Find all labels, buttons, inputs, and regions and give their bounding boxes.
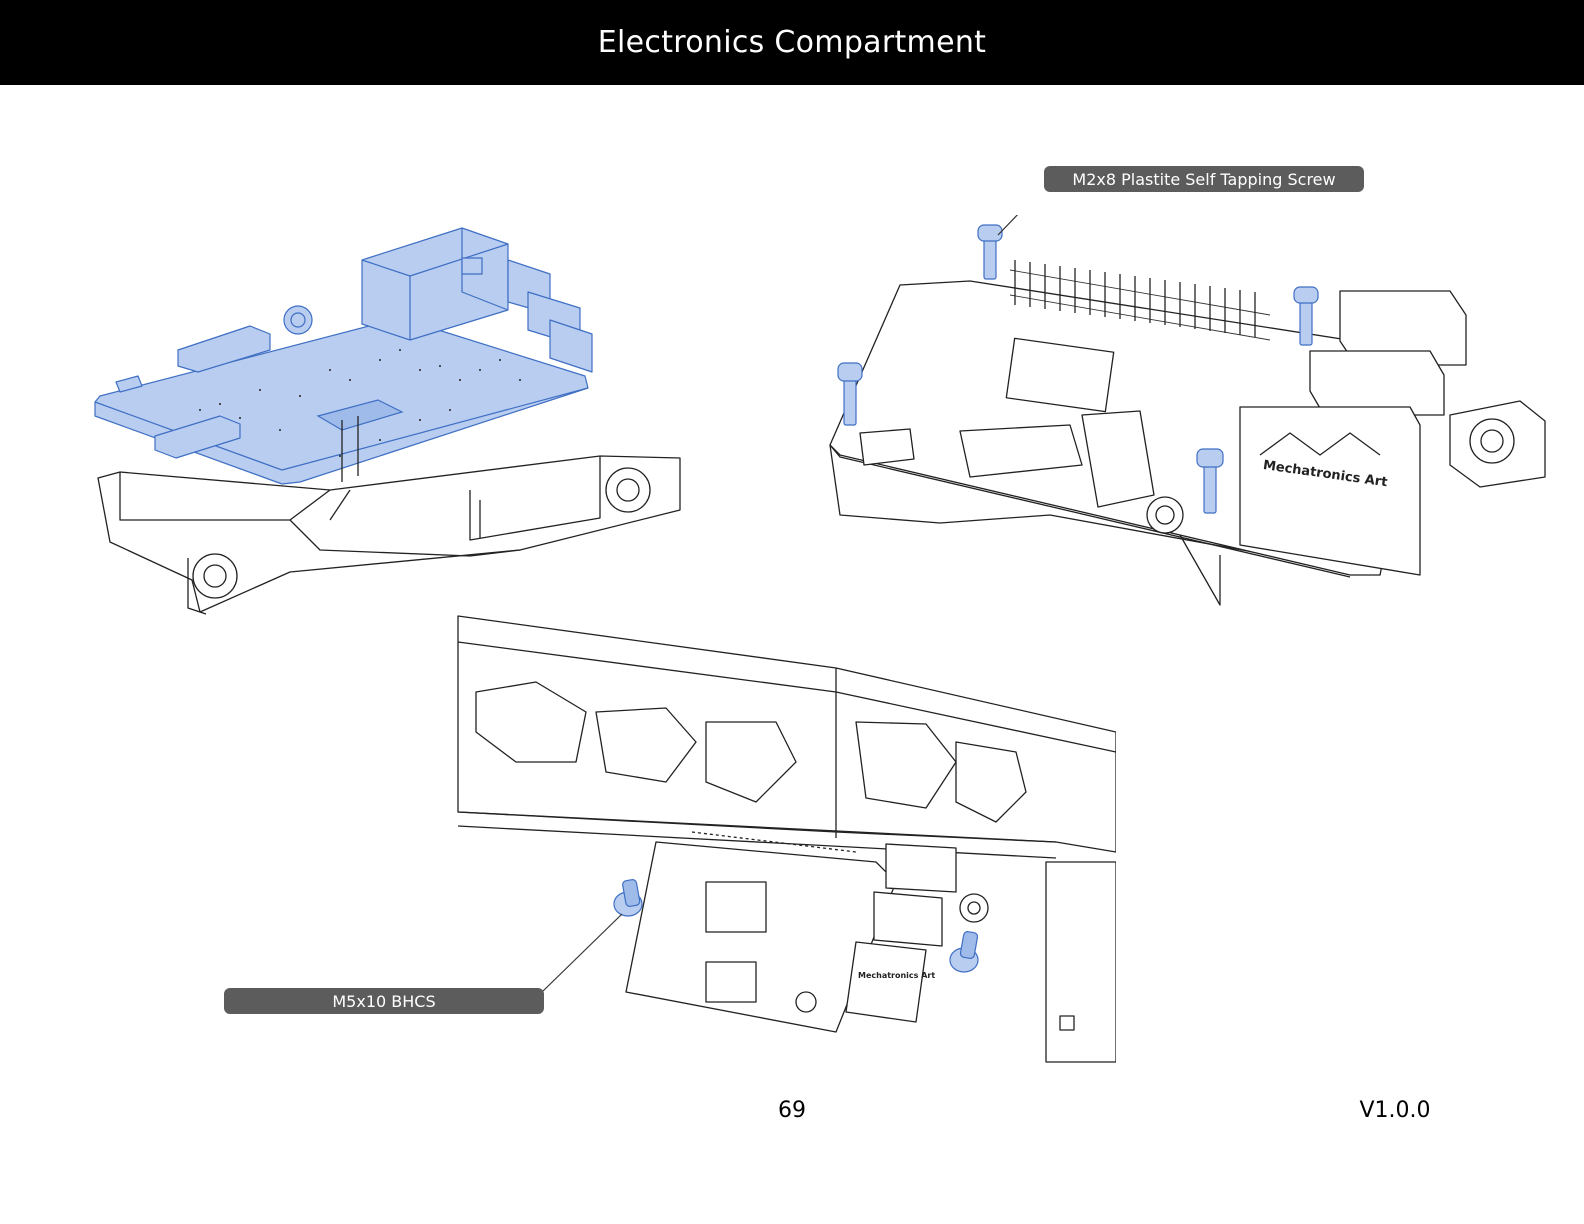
callout-m5x10-label: M5x10 BHCS — [332, 991, 436, 1011]
frame-panel — [457, 615, 1116, 1063]
header-bar: Electronics Compartment — [0, 0, 1584, 85]
screw-3 — [837, 362, 863, 426]
installed-logo-text: Mechatronics Art — [858, 971, 935, 980]
screw-1 — [977, 224, 1003, 280]
figure-board-installed: Mechatronics Art — [457, 615, 1116, 1063]
gpio-header — [1014, 260, 1256, 337]
screw-4 — [1196, 448, 1224, 514]
pcb-dots — [199, 349, 521, 457]
screw-2 — [1293, 286, 1319, 346]
figure-board-with-screws: Mechatronics Art — [829, 215, 1546, 606]
bhcs-screw-2 — [949, 931, 979, 973]
page-number: 69 — [778, 1098, 806, 1123]
figure-board-on-bracket — [94, 227, 681, 615]
installed-board: Mechatronics Art — [625, 831, 989, 1033]
callout-m2x8-label: M2x8 Plastite Self Tapping Screw — [1072, 169, 1336, 189]
leader-line-bottom — [541, 913, 623, 993]
mount-bracket — [97, 455, 681, 615]
callout-m2x8-screw: M2x8 Plastite Self Tapping Screw — [1044, 166, 1364, 192]
raspberry-pi-board — [829, 260, 1467, 578]
version-label: V1.0.0 — [1359, 1098, 1431, 1123]
callout-m5x10-bhcs: M5x10 BHCS — [224, 988, 544, 1014]
page-title: Electronics Compartment — [597, 25, 987, 60]
screw-icons — [837, 224, 1319, 514]
leader-line-top — [997, 215, 1019, 236]
bhcs-screw-1 — [613, 879, 643, 917]
bhcs-screw-icons — [613, 879, 979, 973]
raspberry-pi-highlighted — [94, 227, 593, 485]
